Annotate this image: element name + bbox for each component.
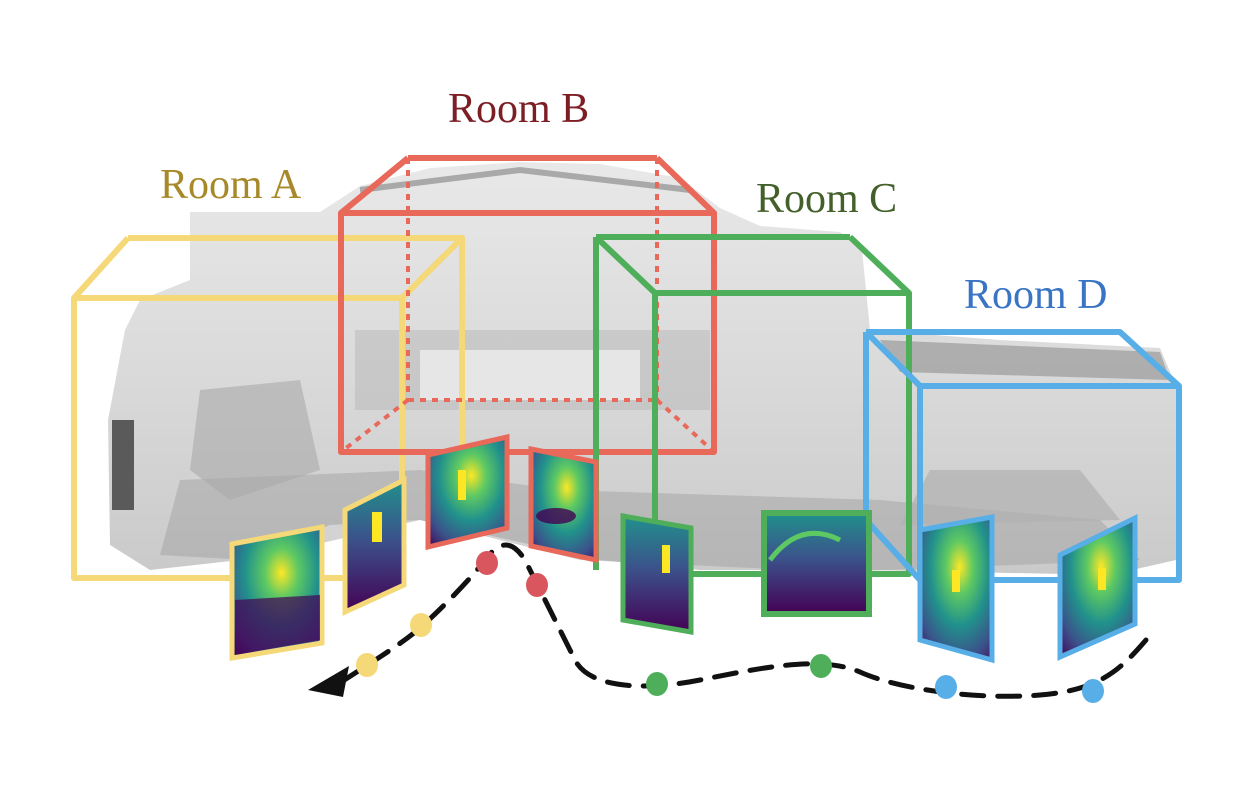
room-b-box-top-right-edge — [654, 155, 717, 216]
room-d-box-top-left-edge — [863, 329, 923, 389]
room-b-box-hidden-bottom-left — [339, 398, 410, 454]
view-c-2-image — [761, 510, 872, 617]
room-c-box-top-left-edge — [593, 234, 658, 296]
view-c-1-light — [662, 545, 670, 573]
building-roof-ridge — [359, 166, 691, 193]
building-tv — [112, 420, 134, 510]
view-b-2-image — [528, 445, 599, 564]
building-furniture-left — [190, 380, 320, 500]
view-d-1 — [917, 514, 995, 664]
camera-marker-b-1 — [476, 551, 498, 575]
view-a-1-floor — [235, 595, 320, 655]
view-c-2 — [761, 510, 872, 617]
building-ceiling-panels — [880, 340, 1170, 380]
view-a-2 — [342, 475, 407, 616]
room-b-box-hidden-bottom-right — [655, 398, 716, 454]
camera-marker-d-2 — [1082, 679, 1104, 703]
room-a-box-top-left-edge — [71, 235, 131, 301]
room-c-box-top-right-edge — [847, 234, 912, 296]
camera-trajectory — [308, 542, 1149, 699]
building-pointcloud — [108, 162, 1176, 575]
room-d-box-back — [866, 329, 1182, 389]
building-furniture-right — [900, 470, 1120, 525]
view-d-2 — [1057, 513, 1138, 661]
view-d-2-image — [1057, 513, 1138, 661]
view-b-1-light — [458, 470, 466, 500]
room-c-label: Room C — [756, 176, 898, 222]
camera-marker-a-2 — [410, 613, 432, 637]
room-c-box-front — [652, 290, 912, 577]
room-c-box — [593, 234, 912, 577]
room-b-box-hidden-edges — [339, 158, 716, 454]
room-d-box — [863, 329, 1182, 583]
room-d-label: Room D — [964, 272, 1108, 318]
view-d-1-light — [952, 570, 960, 592]
view-d-2-light — [1098, 568, 1106, 590]
trajectory-arrowhead — [308, 666, 349, 697]
trajectory-path — [332, 542, 1149, 699]
view-a-1 — [229, 523, 325, 661]
camera-marker-b-2 — [526, 573, 548, 597]
view-c-1 — [620, 513, 694, 635]
room-b-box — [338, 155, 717, 455]
camera-marker-a-1 — [356, 653, 378, 677]
room-b-label: Room B — [448, 86, 590, 132]
view-b-2 — [528, 445, 599, 564]
view-b-1-image — [425, 433, 510, 551]
room-a-box-top-right-edge — [399, 235, 465, 301]
view-a-2-light — [372, 512, 382, 542]
camera-marker-c-1 — [646, 672, 668, 696]
camera-marker-c-2 — [810, 654, 832, 678]
building-window-light — [420, 350, 640, 400]
camera-marker-d-1 — [935, 675, 957, 699]
view-c-2-arch — [768, 530, 842, 562]
view-b-1 — [425, 433, 510, 551]
view-c-1-image — [620, 513, 694, 635]
room-d-box-front — [917, 383, 1182, 583]
view-a-2-image — [342, 475, 407, 616]
view-b-2-table — [536, 508, 576, 524]
camera-markers — [356, 551, 1104, 703]
room-b-box-top-left-edge — [339, 155, 410, 216]
room-a-label: Room A — [160, 162, 302, 208]
